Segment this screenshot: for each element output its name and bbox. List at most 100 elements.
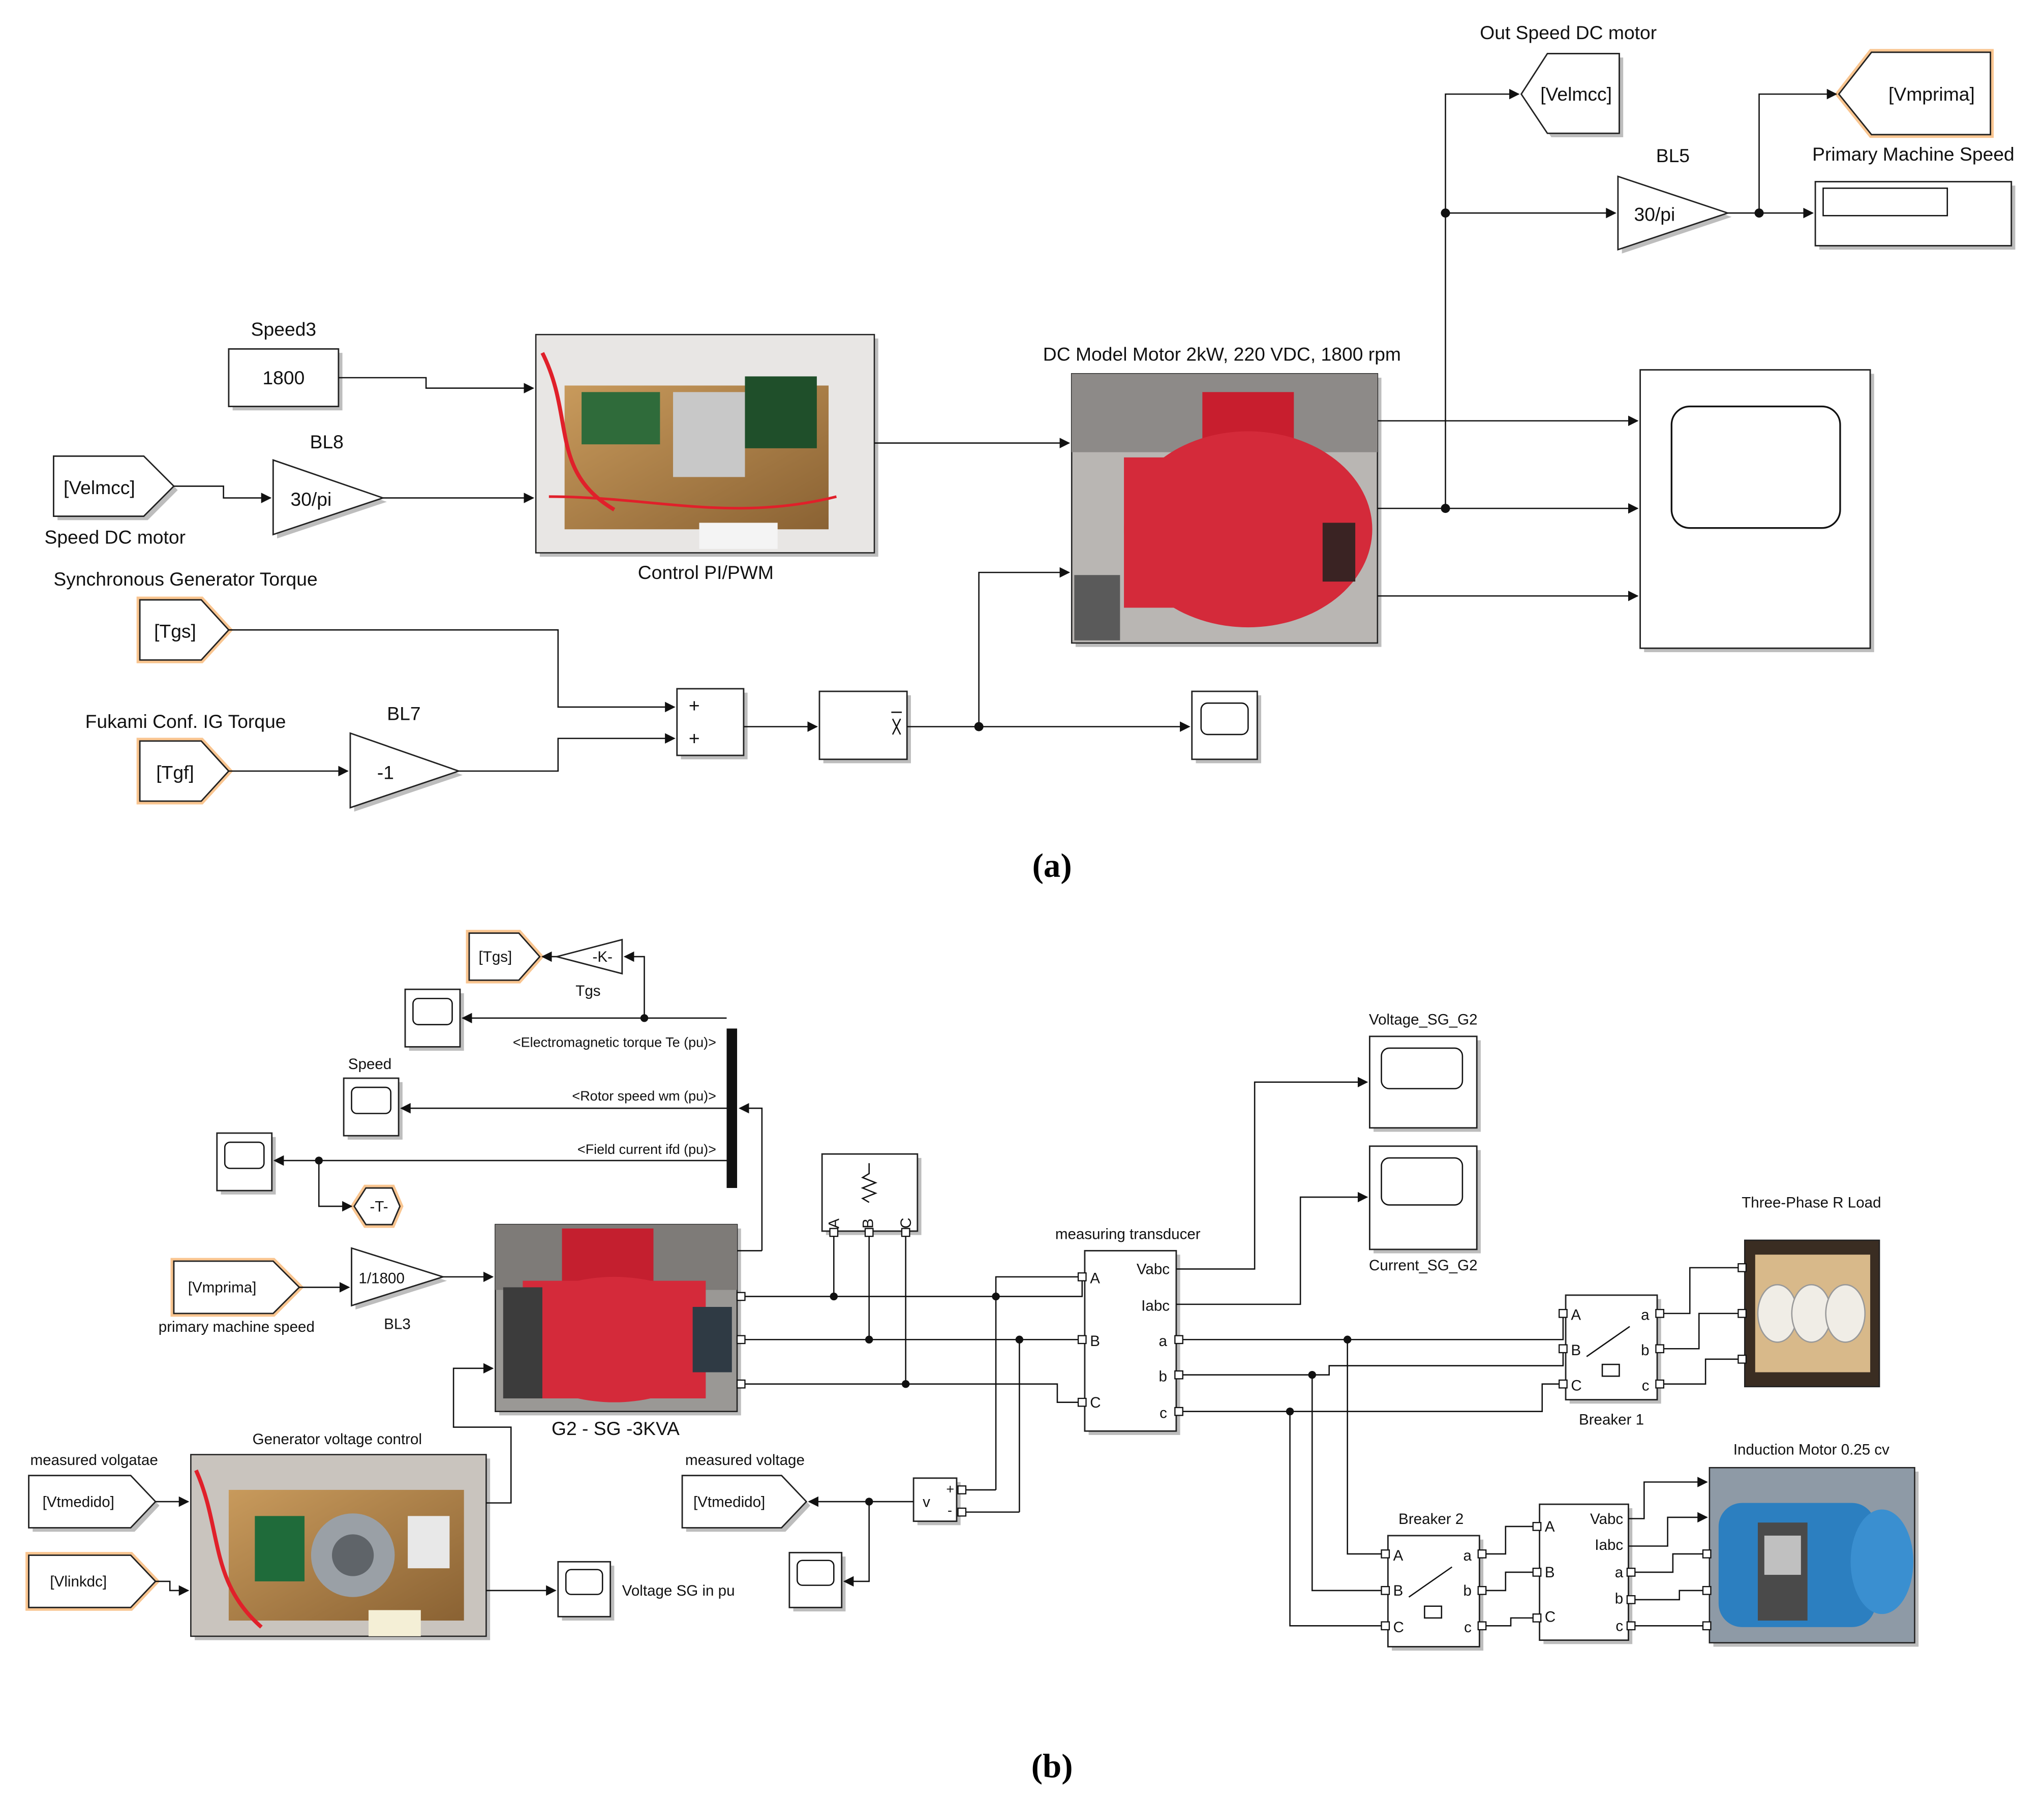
bl8-value: 30/pi bbox=[290, 489, 331, 510]
breaker2-B: B bbox=[1393, 1582, 1404, 1599]
scope-voltage-sg[interactable]: Voltage_SG_G2 bbox=[1368, 1012, 1481, 1132]
gain-k-text: -K- bbox=[593, 949, 613, 965]
scope-voltage-title: Voltage_SG_G2 bbox=[1369, 1012, 1478, 1028]
load-port-a: A bbox=[826, 1218, 843, 1229]
breaker2-C: C bbox=[1393, 1619, 1404, 1636]
speed-scope-title: Speed bbox=[348, 1056, 391, 1073]
from-vtmedido-block[interactable]: measured volgatae [Vtmedido] bbox=[28, 1452, 160, 1532]
induction-motor-block[interactable]: Induction Motor 0.25 cv bbox=[1709, 1442, 1919, 1647]
bl8-gain[interactable]: BL8 30/pi bbox=[272, 431, 387, 539]
three-phase-r-load[interactable]: Three-Phase R Load bbox=[1742, 1195, 1881, 1388]
breaker-2[interactable]: Breaker 2 A B C a b c bbox=[1387, 1511, 1484, 1651]
transducer-vabc: Vabc bbox=[1137, 1261, 1170, 1278]
transducer-iabc: Iabc bbox=[1141, 1298, 1170, 1315]
primary-speed-display[interactable]: Primary Machine Speed bbox=[1812, 143, 2016, 250]
meas2-iabc: Iabc bbox=[1595, 1537, 1623, 1553]
measuring-transducer[interactable]: measuring transducer A B C Vabc Iabc a b… bbox=[1055, 1226, 1201, 1435]
voltage-control-title: Generator voltage control bbox=[253, 1431, 422, 1448]
induction-title: Induction Motor 0.25 cv bbox=[1733, 1442, 1889, 1458]
from-velmcc-label: Speed DC motor bbox=[44, 527, 186, 548]
dc-motor-block[interactable]: DC Model Motor 2kW, 220 VDC, 1800 rpm bbox=[1043, 344, 1401, 647]
load-port-b: B bbox=[860, 1218, 876, 1229]
transducer-port-C: C bbox=[1090, 1394, 1101, 1411]
bl5-title: BL5 bbox=[1656, 145, 1690, 166]
goto-vtmedido-block[interactable]: measured voltage [Vtmedido] bbox=[681, 1452, 811, 1532]
from-vlinkdc-tag: [Vlinkdc] bbox=[50, 1573, 107, 1590]
vsensor-v: v bbox=[923, 1493, 930, 1510]
rload-title: Three-Phase R Load bbox=[1742, 1195, 1881, 1211]
sg-torque-title: Synchronous Generator Torque bbox=[53, 568, 317, 590]
meas2-C: C bbox=[1545, 1609, 1555, 1626]
from-tgs-block[interactable]: [Tgs] bbox=[136, 596, 233, 663]
control-pi-pwm-block[interactable]: Control PI/PWM bbox=[535, 333, 878, 583]
scope-measured-voltage[interactable] bbox=[788, 1551, 846, 1612]
measurement-block-2[interactable]: A B C Vabc Iabc a b c bbox=[1539, 1503, 1633, 1644]
scope-torque-a[interactable] bbox=[1191, 690, 1262, 764]
bl7-gain[interactable]: BL7 -1 bbox=[349, 703, 463, 812]
terminator-block[interactable]: -T- bbox=[350, 1184, 404, 1228]
gain-k-block[interactable]: -K- Tgs bbox=[554, 938, 623, 1000]
sum-sign-2: + bbox=[689, 727, 700, 749]
voltage-sensor[interactable]: v + - bbox=[912, 1477, 961, 1525]
goto-velmcc-title: Out Speed DC motor bbox=[1480, 22, 1657, 43]
control-label: Control PI/PWM bbox=[638, 562, 774, 583]
scope-current-sg[interactable]: Current_SG_G2 bbox=[1368, 1145, 1481, 1274]
from-vtmedido-tag: [Vtmedido] bbox=[43, 1493, 114, 1510]
sum-block[interactable]: + + bbox=[676, 688, 748, 759]
generator-g2-block[interactable]: G2 - SG -3KVA bbox=[495, 1224, 741, 1439]
speed3-constant[interactable]: Speed3 1800 bbox=[228, 319, 343, 411]
ports bbox=[736, 1228, 1747, 1631]
scope-field-current[interactable] bbox=[216, 1132, 276, 1195]
from-vlinkdc-block[interactable]: [Vlinkdc] bbox=[25, 1552, 160, 1611]
from-tgf-block[interactable]: [Tgf] bbox=[136, 738, 233, 805]
transducer-port-A: A bbox=[1090, 1270, 1100, 1287]
goto-vtmedido-title: measured voltage bbox=[685, 1452, 805, 1469]
meas2-a: a bbox=[1615, 1564, 1624, 1581]
scope-motor-outputs[interactable] bbox=[1639, 369, 1874, 652]
from-vmprima-block[interactable]: [Vmprima] primary machine speed bbox=[159, 1258, 315, 1335]
ig-torque-title: Fukami Conf. IG Torque bbox=[85, 711, 286, 732]
wires-part-a bbox=[173, 88, 1838, 777]
speed3-title: Speed3 bbox=[251, 319, 316, 340]
from-vmprima-label: primary machine speed bbox=[159, 1319, 315, 1335]
speed3-value: 1800 bbox=[262, 367, 304, 388]
generator-voltage-control[interactable]: Generator voltage control bbox=[190, 1431, 491, 1640]
meas2-B: B bbox=[1545, 1564, 1555, 1581]
bl3-gain[interactable]: 1/1800 BL3 bbox=[351, 1247, 447, 1333]
goto-tgs-tag: [Tgs] bbox=[479, 949, 512, 965]
scope-voltage-pu[interactable]: Voltage SG in pu bbox=[557, 1561, 735, 1621]
bus-selector[interactable] bbox=[726, 1028, 738, 1188]
goto-velmcc-block[interactable]: Out Speed DC motor [Velmcc] bbox=[1480, 22, 1657, 137]
transducer-port-B: B bbox=[1090, 1333, 1100, 1350]
meas2-c: c bbox=[1615, 1618, 1623, 1635]
from-tgs-tag: [Tgs] bbox=[154, 621, 196, 642]
bl7-title: BL7 bbox=[387, 703, 420, 724]
terminator-text: -T- bbox=[370, 1198, 388, 1215]
from-velmcc-block[interactable]: [Velmcc] Speed DC motor bbox=[44, 455, 186, 548]
scope-speed[interactable]: Speed bbox=[343, 1056, 403, 1140]
meas2-b: b bbox=[1615, 1591, 1623, 1607]
breaker2-c: c bbox=[1464, 1619, 1472, 1636]
goto-vmprima-tag: [Vmprima] bbox=[1888, 83, 1975, 105]
breaker1-C: C bbox=[1571, 1378, 1581, 1394]
breaker2-b: b bbox=[1463, 1582, 1472, 1599]
selector-block[interactable] bbox=[818, 690, 911, 764]
bl3-label: BL3 bbox=[384, 1316, 411, 1333]
from-vmprima-tag: [Vmprima] bbox=[188, 1279, 257, 1296]
bl3-value: 1/1800 bbox=[359, 1270, 405, 1287]
caption-a: (a) bbox=[1032, 847, 1072, 884]
bl5-gain[interactable]: BL5 30/pi bbox=[1617, 145, 1732, 254]
goto-tgs-block[interactable]: [Tgs] bbox=[466, 930, 544, 984]
meas2-A: A bbox=[1545, 1518, 1555, 1535]
scope-current-title: Current_SG_G2 bbox=[1369, 1257, 1478, 1274]
breaker1-c: c bbox=[1642, 1378, 1650, 1394]
vsensor-plus: + bbox=[946, 1482, 954, 1497]
scope-voltage-pu-label: Voltage SG in pu bbox=[622, 1582, 735, 1599]
breaker-1[interactable]: A B C a b c Breaker 1 bbox=[1565, 1294, 1661, 1428]
rlc-load-block[interactable]: A B C bbox=[821, 1153, 922, 1235]
vsensor-minus: - bbox=[948, 1503, 952, 1518]
scope-torque-b[interactable] bbox=[404, 988, 464, 1051]
bus-signal-speed: <Rotor speed wm (pu)> bbox=[572, 1088, 716, 1104]
load-port-c: C bbox=[898, 1217, 914, 1228]
goto-vmprima-block[interactable]: [Vmprima] bbox=[1835, 49, 1994, 138]
